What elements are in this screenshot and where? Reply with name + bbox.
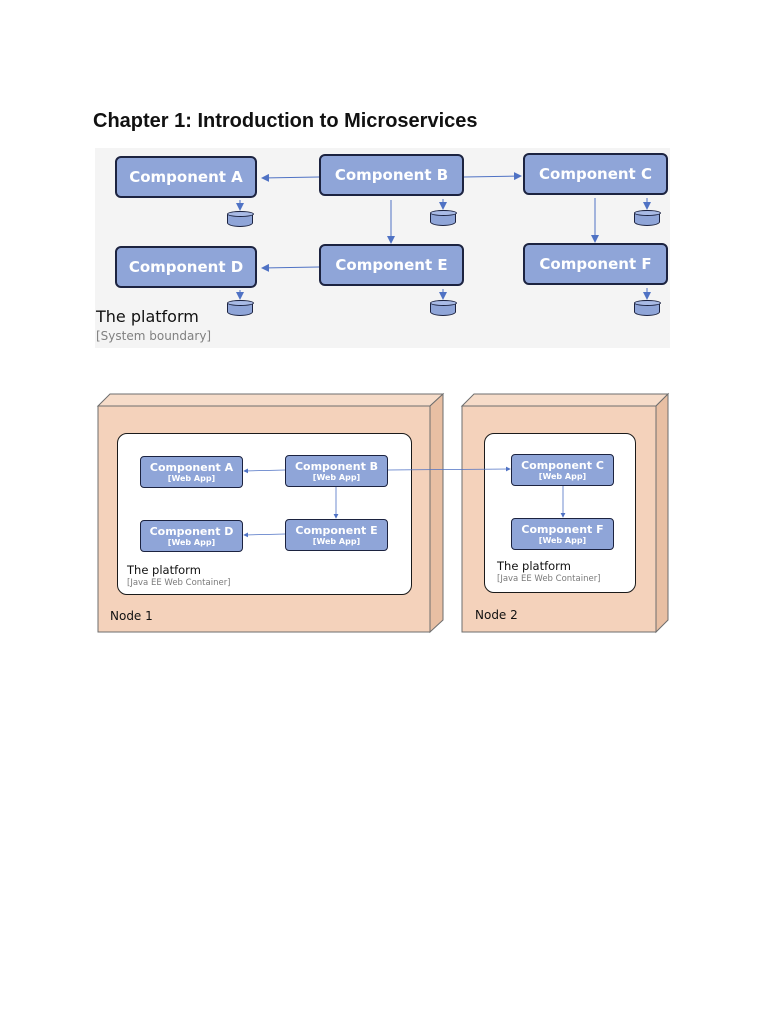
node-1-platform-subtitle: [Java EE Web Container]: [127, 578, 231, 588]
arrow2-e-to-d: [243, 532, 286, 538]
platform-subtitle: [System boundary]: [96, 329, 212, 343]
component2-e-name: Component E: [295, 523, 378, 537]
arrow-e-to-d: [261, 263, 320, 272]
component-b: Component B: [319, 154, 464, 196]
node-2-platform-title: The platform: [497, 559, 571, 573]
component2-f-tech: [Web App]: [538, 535, 587, 545]
database-icon-a: [226, 210, 254, 227]
component-a: Component A: [115, 156, 257, 198]
database-icon-d: [226, 299, 254, 316]
component2-c: Component C [Web App]: [511, 454, 614, 486]
component-d: Component D: [115, 246, 257, 288]
node-1-platform-title: The platform: [127, 563, 201, 577]
component2-f: Component F [Web App]: [511, 518, 614, 550]
component-c: Component C: [523, 153, 668, 195]
component2-b: Component B [Web App]: [285, 455, 388, 487]
component2-c-name: Component C: [521, 458, 604, 472]
component2-d: Component D [Web App]: [140, 520, 243, 552]
component2-c-tech: [Web App]: [538, 471, 587, 481]
node-2-platform-subtitle: [Java EE Web Container]: [497, 574, 601, 584]
component2-b-tech: [Web App]: [312, 472, 361, 482]
component2-e-tech: [Web App]: [312, 536, 361, 546]
arrow-b-to-a: [261, 173, 320, 182]
arrow-b-to-c: [463, 172, 522, 181]
component2-b-name: Component B: [294, 459, 379, 473]
component2-a-name: Component A: [149, 460, 234, 474]
component2-d-tech: [Web App]: [167, 537, 216, 547]
database-icon-c: [633, 209, 661, 226]
component2-f-name: Component F: [521, 522, 604, 536]
platform-title: The platform: [96, 307, 199, 326]
node-2-label: Node 2: [475, 608, 518, 622]
component2-d-name: Component D: [149, 524, 234, 538]
component2-a: Component A [Web App]: [140, 456, 243, 488]
component-f: Component F: [523, 243, 668, 285]
node-1-label: Node 1: [110, 609, 153, 623]
database-icon-b: [429, 209, 457, 226]
database-icon-e: [429, 299, 457, 316]
arrow2-b-to-c: [387, 466, 511, 472]
component-e: Component E: [319, 244, 464, 286]
database-icon-f: [633, 299, 661, 316]
component2-a-tech: [Web App]: [167, 473, 216, 483]
component2-e: Component E [Web App]: [285, 519, 388, 551]
arrow2-b-to-a: [243, 468, 286, 474]
page-title: Chapter 1: Introduction to Microservices: [93, 110, 478, 132]
